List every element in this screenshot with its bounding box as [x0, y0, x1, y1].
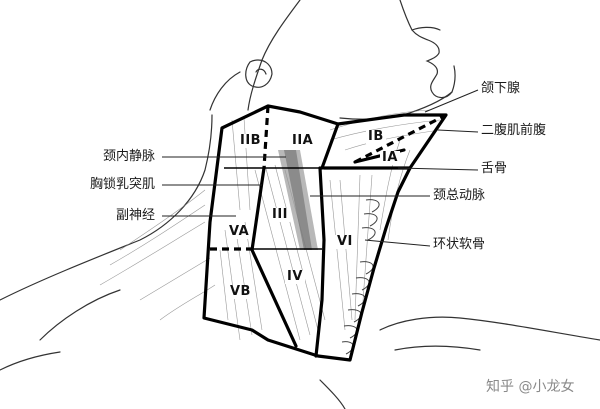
level-IIB-label: IIB — [238, 133, 264, 148]
accessory-nerve-label: 副神经 — [116, 208, 156, 223]
cricoid-cartilage-label: 环状软骨 — [433, 237, 486, 252]
level-dividers — [224, 167, 322, 250]
level-IIA-label: IIA — [290, 133, 316, 148]
watermark: 知乎 @小龙女 — [486, 379, 575, 395]
jugular-vein-shading — [278, 150, 318, 250]
submandibular-gland-leader — [424, 89, 479, 113]
dashed-dividers — [210, 105, 447, 251]
level-IA-label: IA — [380, 150, 400, 165]
level-boundaries — [202, 104, 448, 362]
digastric-leader — [437, 129, 479, 133]
level-VI-label: VI — [335, 234, 355, 249]
level-VB-label: VB — [228, 284, 253, 299]
submandibular-gland-label: 颌下腺 — [481, 81, 521, 96]
level-VA-label: VA — [227, 224, 252, 239]
hyoid-label: 舌骨 — [481, 161, 508, 176]
cricoid-leader — [364, 239, 431, 247]
sternocleidomastoid-label: 胸锁乳突肌 — [90, 177, 156, 192]
level-III-label: III — [270, 207, 291, 222]
internal-jugular-vein-label: 颈内静脉 — [103, 149, 156, 164]
trachea-rings — [341, 199, 380, 355]
level-IB-label: IB — [366, 129, 386, 144]
hyoid-leader — [397, 167, 479, 171]
level-IV-label: IV — [285, 269, 305, 284]
common-carotid-label: 颈总动脉 — [433, 188, 486, 203]
digastric-anterior-belly-label: 二腹肌前腹 — [481, 123, 547, 138]
leader-lines — [162, 89, 479, 247]
